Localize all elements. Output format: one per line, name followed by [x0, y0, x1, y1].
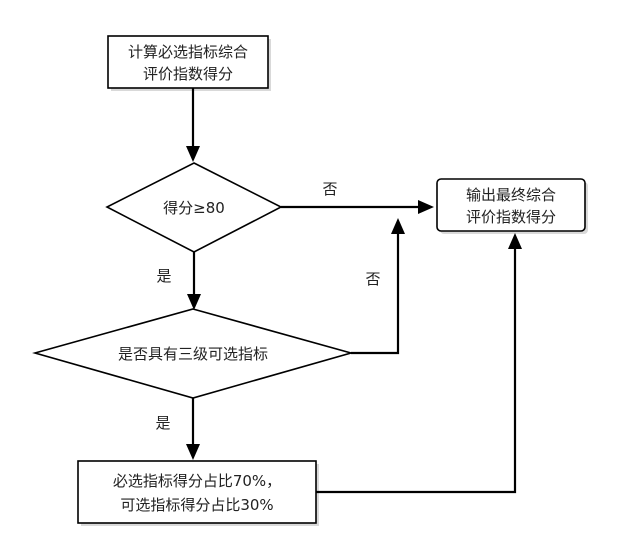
arrow-decision1-no-to-output: 否: [281, 180, 434, 214]
arrow-weights-to-output: [316, 233, 522, 494]
arrow-decision2-no-up: 否: [351, 218, 405, 355]
weights-box: 必选指标得分占比70%， 可选指标得分占比30%: [77, 460, 319, 526]
arrow-decision2-yes-to-weights: 是: [155, 398, 200, 460]
arrow-start-to-decision1: [186, 88, 200, 162]
decision-score-diamond: 得分≥80: [105, 162, 283, 253]
label-yes-2: 是: [155, 414, 170, 432]
start-box: 计算必选指标综合 评价指数得分: [107, 35, 271, 91]
label-yes-1: 是: [156, 267, 171, 285]
arrow-decision1-yes-to-decision2: 是: [156, 252, 201, 310]
label-no-2: 否: [365, 270, 380, 288]
start-box-line-1: 计算必选指标综合: [128, 43, 248, 61]
decision-optional-text: 是否具有三级可选指标: [118, 345, 268, 363]
decision-optional-diamond: 是否具有三级可选指标: [32, 308, 354, 399]
start-box-line-2: 评价指数得分: [143, 65, 233, 83]
decision-score-text: 得分≥80: [163, 199, 225, 217]
label-no-1: 否: [322, 180, 337, 198]
output-box: 输出最终综合 评价指数得分: [436, 178, 588, 234]
output-box-line-2: 评价指数得分: [466, 208, 556, 226]
weights-box-line-2: 可选指标得分占比30%: [120, 496, 273, 514]
output-box-line-1: 输出最终综合: [466, 186, 556, 204]
weights-box-line-1: 必选指标得分占比70%，: [113, 472, 281, 490]
